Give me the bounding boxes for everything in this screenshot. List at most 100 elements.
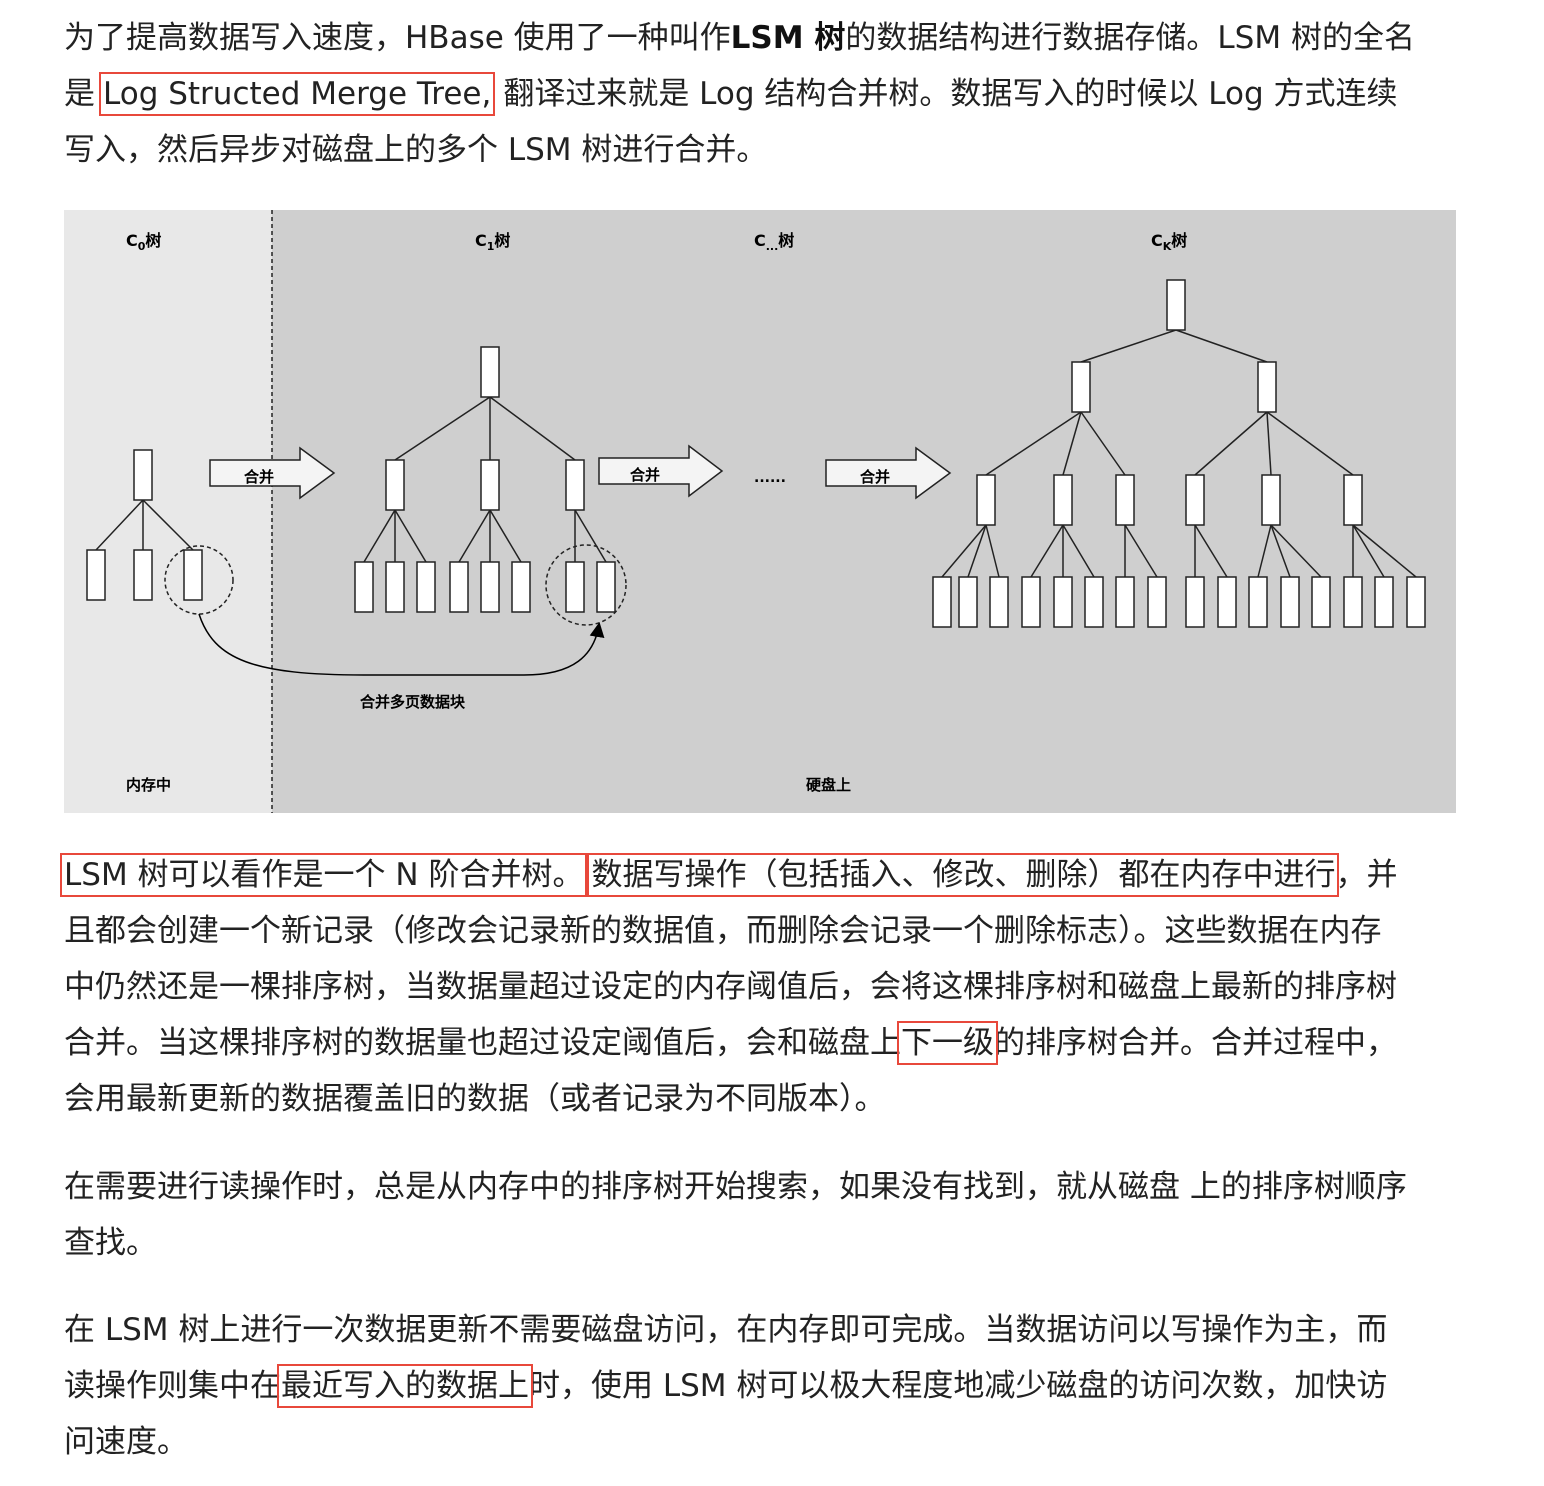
svg-text:合并: 合并 [629, 466, 660, 484]
c0-tree-label: C0树 [126, 231, 161, 253]
tree-edge [394, 509, 427, 563]
tree-edge [489, 396, 576, 461]
tree-edge [1270, 524, 1291, 578]
tree-edge [1270, 524, 1322, 578]
para2-text: ，并 [1335, 857, 1398, 893]
tree-edge [1080, 329, 1177, 363]
ck-leaf-node [1406, 576, 1426, 628]
c0-leaf-node [133, 549, 153, 601]
c1-inner-node [385, 459, 405, 511]
tree-edge [394, 396, 491, 461]
tree-edge [458, 509, 491, 563]
para4-text: 时，使用 LSM 树可以极大程度地减少磁盘的访问次数，加快访 [529, 1368, 1388, 1404]
merge-arrow-1: 合并 [209, 446, 336, 500]
highlight-full-name: Log Structed Merge Tree, [98, 72, 496, 116]
tree-edge [363, 509, 396, 563]
tree-edge [1080, 411, 1126, 476]
ck-leaf-node [1248, 576, 1268, 628]
merge-pages-label: 合并多页数据块 [359, 693, 466, 711]
tree-nodes [86, 279, 1426, 628]
c1-leaf-node [596, 561, 616, 613]
tree-edge [1030, 524, 1064, 578]
c0-leaf-node [183, 549, 203, 601]
c1-inner-node [565, 459, 585, 511]
disk-region [272, 210, 1456, 813]
tree-edge [1352, 524, 1417, 578]
read-paragraph: 在需要进行读操作时，总是从内存中的排序树开始搜索，如果没有找到，就从磁盘 上的排… [64, 1159, 1464, 1271]
ck-leaf-node [1185, 576, 1205, 628]
tree-edge [1124, 524, 1158, 578]
tree-edge [574, 509, 607, 563]
ck-leaf-node [1147, 576, 1167, 628]
para2-line-4: 合并。当这棵排序树的数据量也超过设定阈值后，会和磁盘上下一级的排序树合并。合并过… [64, 1015, 1464, 1071]
memory-region [64, 210, 272, 813]
c1-leaf-node [511, 561, 531, 613]
c0-merge-circle [164, 545, 234, 615]
tree-edges [95, 329, 1417, 578]
c0-leaf-node [86, 549, 106, 601]
intro-text: 是 [64, 76, 95, 112]
lsm-tree-diagram: C0树 C1树 C...树 CK树 合并 合并 合并 ...... 合并多页数据… [64, 210, 1456, 813]
memory-label: 内存中 [126, 776, 171, 794]
tree-edge [489, 509, 522, 563]
ck-level3-node [1343, 474, 1363, 526]
ck-level2-node [1071, 361, 1091, 413]
tree-edge [95, 499, 144, 551]
performance-paragraph: 在 LSM 树上进行一次数据更新不需要磁盘访问，在内存即可完成。当数据访问以写操… [64, 1302, 1464, 1470]
intro-line-3: 写入，然后异步对磁盘上的多个 LSM 树进行合并。 [64, 132, 768, 168]
ellipsis-label: ...... [754, 470, 786, 486]
para2-line-2: 且都会创建一个新记录（修改会记录新的数据值，而删除会记录一个删除标志）。这些数据… [64, 913, 1382, 949]
tree-edge [1062, 524, 1095, 578]
ck-leaf-node [958, 576, 978, 628]
c1-leaf-node [385, 561, 405, 613]
intro-line-1: 为了提高数据写入速度，HBase 使用了一种叫作LSM 树的数据结构进行数据存储… [64, 10, 1464, 66]
tree-edge [1257, 524, 1272, 578]
ck-leaf-node [1311, 576, 1331, 628]
c1-leaf-node [449, 561, 469, 613]
ck-leaf-node [1021, 576, 1041, 628]
para2-line-1: LSM 树可以看作是一个 N 阶合并树。数据写操作（包括插入、修改、删除）都在内… [59, 847, 1464, 903]
ck-leaf-node [1374, 576, 1394, 628]
c1-merge-circle [545, 544, 627, 626]
merge-arrow-3: 合并 [825, 446, 952, 500]
ck-level3-node [1115, 474, 1135, 526]
para2-text: 的排序树合并。合并过程中， [994, 1025, 1397, 1061]
ck-level3-node [976, 474, 996, 526]
tree-edge [985, 411, 1082, 476]
c1-leaf-node [565, 561, 585, 613]
para4-line-3: 问速度。 [64, 1424, 188, 1460]
ck-level2-node [1257, 361, 1277, 413]
highlight-n-order-tree: LSM 树可以看作是一个 N 阶合并树。 [59, 853, 588, 897]
highlight-write-in-memory: 数据写操作（包括插入、修改、删除）都在内存中进行 [587, 853, 1340, 897]
para4-line-2: 读操作则集中在最近写入的数据上时，使用 LSM 树可以极大程度地减少磁盘的访问次… [64, 1358, 1464, 1414]
c1-tree-label: C1树 [475, 231, 510, 253]
tree-edge [1194, 411, 1268, 476]
para3-line-1: 在需要进行读操作时，总是从内存中的排序树开始搜索，如果没有找到，就从磁盘 上的排… [64, 1169, 1407, 1205]
ck-level3-node [1261, 474, 1281, 526]
svg-text:合并: 合并 [243, 468, 274, 486]
ck-leaf-node [1084, 576, 1104, 628]
merge-pages-curve [198, 613, 605, 676]
tree-edge [142, 499, 194, 551]
tree-edge [1266, 411, 1354, 476]
ck-leaf-node [932, 576, 952, 628]
para2-line-3: 中仍然还是一棵排序树，当数据量超过设定的内存阈值后，会将这棵排序树和磁盘上最新的… [64, 969, 1397, 1005]
tree-edge [1194, 524, 1228, 578]
c1-inner-node [480, 459, 500, 511]
ck-leaf-node [1115, 576, 1135, 628]
svg-text:合并: 合并 [859, 468, 890, 486]
tree-edge [941, 524, 987, 578]
c0-root-node [133, 449, 153, 501]
highlight-recent-writes: 最近写入的数据上 [277, 1364, 533, 1408]
para4-line-1: 在 LSM 树上进行一次数据更新不需要磁盘访问，在内存即可完成。当数据访问以写操… [64, 1312, 1388, 1348]
para2-line-5: 会用最新更新的数据覆盖旧的数据（或者记录为不同版本）。 [64, 1081, 886, 1117]
tree-edge [1175, 329, 1268, 363]
tree-edge [985, 524, 1000, 578]
c1-leaf-node [416, 561, 436, 613]
ck-level3-node [1053, 474, 1073, 526]
para2-text: 合并。当这棵排序树的数据量也超过设定阈值后，会和磁盘上 [64, 1025, 901, 1061]
ck-root-node [1166, 279, 1186, 331]
c1-leaf-node [480, 561, 500, 613]
tree-edge [1062, 411, 1082, 476]
